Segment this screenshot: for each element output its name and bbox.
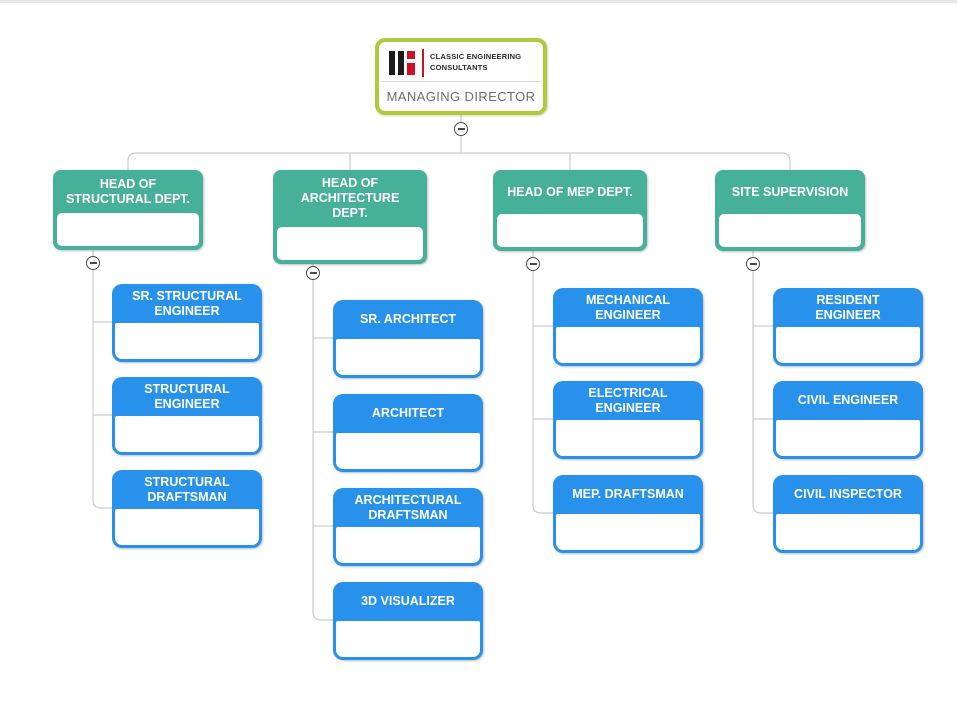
connector-site-spine <box>752 251 773 514</box>
dept-title: HEAD OF STRUCTURAL DEPT. <box>65 176 191 206</box>
connector-structural-spine <box>92 250 112 509</box>
managing-director-node[interactable]: CLASSIC ENGINEERING CONSULTANTS MANAGING… <box>375 38 547 115</box>
connector-architecture-spine <box>312 264 333 621</box>
company-logo: CLASSIC ENGINEERING CONSULTANTS <box>379 42 543 81</box>
node-body <box>277 227 423 260</box>
role-title: STRUCTURAL ENGINEER <box>144 381 230 411</box>
logo-black-bar <box>389 50 395 75</box>
role-node-sr-structural-engineer[interactable]: SR. STRUCTURAL ENGINEER <box>112 284 262 362</box>
node-body <box>336 339 480 375</box>
company-name: CLASSIC ENGINEERING CONSULTANTS <box>430 52 521 73</box>
node-body <box>336 527 480 563</box>
dept-title: HEAD OF MEP DEPT. <box>507 184 633 199</box>
connector-mep-spine <box>532 251 553 514</box>
node-body <box>776 514 920 550</box>
dept-node-architecture[interactable]: HEAD OF ARCHITECTURE DEPT. <box>273 170 427 264</box>
role-title: CIVIL ENGINEER <box>797 393 899 407</box>
minus-icon <box>457 128 465 130</box>
node-body <box>556 420 700 456</box>
role-title: RESIDENT ENGINEER <box>815 292 881 322</box>
node-body <box>336 621 480 657</box>
dept-node-mep[interactable]: HEAD OF MEP DEPT. <box>493 170 647 251</box>
role-node-architect[interactable]: ARCHITECT <box>333 394 483 472</box>
top-border-line <box>0 0 957 3</box>
connector-top-rail <box>127 152 791 170</box>
logo-red-bar <box>407 50 415 75</box>
role-title: MEP. DRAFTSMAN <box>572 487 684 501</box>
node-body <box>556 327 700 363</box>
role-node-mep-draftsman[interactable]: MEP. DRAFTSMAN <box>553 475 703 553</box>
role-node-electrical-engineer[interactable]: ELECTRICAL ENGINEER <box>553 381 703 459</box>
minus-icon <box>749 263 757 265</box>
role-node-structural-draftsman[interactable]: STRUCTURAL DRAFTSMAN <box>112 470 262 548</box>
role-node-mechanical-engineer[interactable]: MECHANICAL ENGINEER <box>553 288 703 366</box>
node-body <box>115 509 259 545</box>
dept-node-site-supervision[interactable]: SITE SUPERVISION <box>715 170 865 251</box>
role-node-civil-inspector[interactable]: CIVIL INSPECTOR <box>773 475 923 553</box>
dept-title: SITE SUPERVISION <box>731 184 849 199</box>
role-title: STRUCTURAL DRAFTSMAN <box>144 474 230 504</box>
minus-icon <box>529 263 537 265</box>
collapse-button-managing-director[interactable] <box>454 122 468 136</box>
node-body <box>776 327 920 363</box>
role-node-sr-architect[interactable]: SR. ARCHITECT <box>333 300 483 378</box>
company-name-line1: CLASSIC ENGINEERING <box>430 52 522 61</box>
role-title: MECHANICAL ENGINEER <box>585 292 671 322</box>
role-title: ELECTRICAL ENGINEER <box>588 385 668 415</box>
collapse-button-mep[interactable] <box>526 257 540 271</box>
role-title: SR. STRUCTURAL ENGINEER <box>132 288 242 318</box>
minus-icon <box>89 262 97 264</box>
node-body <box>556 514 700 550</box>
node-body <box>719 214 861 247</box>
logo-separator <box>422 48 424 77</box>
company-name-line2: CONSULTANTS <box>430 62 488 72</box>
root-node-title: MANAGING DIRECTOR <box>386 89 536 104</box>
dept-node-structural[interactable]: HEAD OF STRUCTURAL DEPT. <box>53 170 203 250</box>
node-body <box>336 433 480 469</box>
collapse-button-structural[interactable] <box>86 256 100 270</box>
dept-title: HEAD OF ARCHITECTURE DEPT. <box>300 176 400 220</box>
role-title: CIVIL INSPECTOR <box>794 487 902 501</box>
role-node-3d-visualizer[interactable]: 3D VISUALIZER <box>333 582 483 660</box>
logo-black-bar <box>398 50 404 75</box>
role-node-civil-engineer[interactable]: CIVIL ENGINEER <box>773 381 923 459</box>
node-body <box>776 420 920 456</box>
role-title: ARCHITECTURAL DRAFTSMAN <box>354 492 462 522</box>
node-body <box>115 323 259 359</box>
role-title: 3D VISUALIZER <box>361 594 455 608</box>
node-body <box>497 214 643 247</box>
role-title: SR. ARCHITECT <box>359 312 457 326</box>
role-node-structural-engineer[interactable]: STRUCTURAL ENGINEER <box>112 377 262 455</box>
role-title: ARCHITECT <box>371 406 445 420</box>
minus-icon <box>309 272 317 274</box>
node-body <box>57 213 199 246</box>
node-body <box>115 416 259 452</box>
root-node-divider <box>381 81 541 82</box>
company-logo-icon <box>389 50 415 75</box>
collapse-button-site-supervision[interactable] <box>746 257 760 271</box>
role-node-resident-engineer[interactable]: RESIDENT ENGINEER <box>773 288 923 366</box>
collapse-button-architecture[interactable] <box>306 266 320 280</box>
role-node-architectural-draftsman[interactable]: ARCHITECTURAL DRAFTSMAN <box>333 488 483 566</box>
